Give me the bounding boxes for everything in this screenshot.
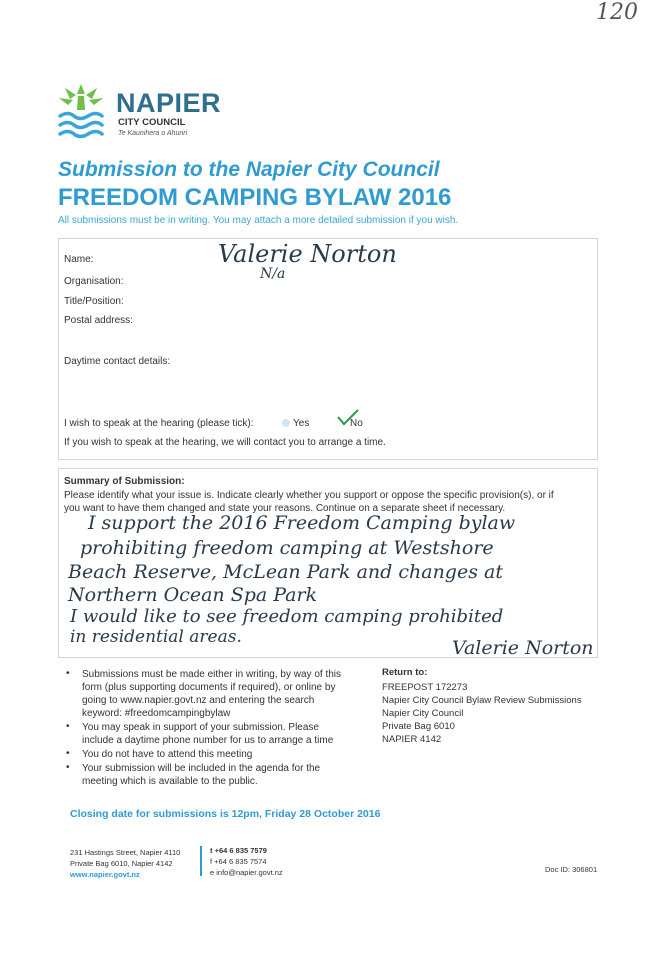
bullet-text: You do not have to attend this meeting [82, 749, 253, 760]
bullet-text: Submissions must be made either in writi… [82, 669, 341, 719]
form-title-line1: Submission to the Napier City Council [58, 158, 440, 181]
footer-email-link[interactable]: e info@napier.govt.nz [210, 868, 283, 877]
footer-website-link[interactable]: www.napier.govt.nz [70, 870, 140, 879]
logo-tagline: Te Kaunihera o Ahuriri [118, 130, 188, 137]
summary-handwriting-line-5[interactable]: I would like to see freedom camping proh… [70, 606, 504, 627]
footer-divider [200, 846, 202, 876]
summary-handwriting-line-6[interactable]: in residential areas. [70, 627, 242, 647]
summary-heading: Summary of Submission: [64, 476, 185, 487]
summary-handwriting-line-4[interactable]: Northern Ocean Spa Park [68, 584, 318, 606]
return-line: Napier City Council Bylaw Review Submiss… [382, 695, 582, 706]
logo-name: NAPIER [116, 88, 222, 118]
no-tick-icon[interactable] [336, 408, 360, 426]
return-line: NAPIER 4142 [382, 734, 442, 745]
closing-date: Closing date for submissions is 12pm, Fr… [70, 808, 381, 820]
return-to-heading: Return to: [382, 667, 428, 678]
bullet-text: You may speak in support of your submiss… [82, 722, 334, 746]
bullet-item: • You do not have to attend this meeting [66, 748, 366, 761]
napier-logo-icon [58, 84, 104, 139]
yes-label: Yes [293, 418, 310, 429]
bullet-item: • Submissions must be made either in wri… [66, 668, 366, 720]
title-position-label: Title/Position: [64, 296, 124, 307]
return-line: FREEPOST 172273 [382, 682, 468, 693]
summary-handwriting-line-3[interactable]: Beach Reserve, McLean Park and changes a… [68, 561, 503, 583]
no-label: No [350, 418, 363, 429]
bullet-text: Your submission will be included in the … [82, 763, 321, 787]
organisation-label: Organisation: [64, 276, 124, 287]
organisation-handwritten-value[interactable]: N/a [260, 266, 286, 282]
name-label: Name: [64, 254, 94, 265]
footer-fax: f +64 6 835 7574 [210, 857, 267, 866]
yes-checkbox[interactable] [282, 419, 290, 427]
doc-id: Doc ID: 306801 [545, 865, 598, 874]
postal-address-label: Postal address: [64, 315, 133, 326]
return-line: Napier City Council [382, 708, 464, 719]
signature[interactable]: Valerie Norton [452, 637, 594, 659]
return-line: Private Bag 6010 [382, 721, 455, 732]
bullet-item: • You may speak in support of your submi… [66, 721, 366, 747]
logo-subtitle: CITY COUNCIL [118, 117, 186, 128]
hearing-note: If you wish to speak at the hearing, we … [64, 437, 386, 448]
footer-phone: t +64 6 835 7579 [210, 846, 267, 855]
details-section [58, 238, 598, 460]
summary-handwriting-line-1[interactable]: I support the 2016 Freedom Camping bylaw [88, 512, 516, 534]
bullet-list: • Submissions must be made either in wri… [66, 668, 366, 788]
name-handwritten-value[interactable]: Valerie Norton [218, 240, 397, 268]
summary-instruction-line2: you want to have them changed and state … [64, 503, 506, 514]
summary-section [58, 468, 598, 658]
return-address: FREEPOST 172273 Napier City Council Byla… [382, 681, 582, 746]
summary-handwriting-line-2[interactable]: prohibiting freedom camping at Westshore [80, 537, 494, 559]
bullet-item: • Your submission will be included in th… [66, 762, 366, 788]
footer-address: 231 Hastings Street, Napier 4110 Private… [70, 847, 180, 880]
corner-handwritten-mark: 120 [596, 0, 638, 25]
summary-instruction-line1: Please identify what your issue is. Indi… [64, 490, 554, 501]
hearing-question-label: I wish to speak at the hearing (please t… [64, 418, 254, 429]
footer-contacts: t +64 6 835 7579 f +64 6 835 7574 e info… [210, 845, 283, 878]
form-title-line2: FREEDOM CAMPING BYLAW 2016 [58, 184, 452, 211]
form-instructions: All submissions must be in writing. You … [58, 215, 459, 226]
daytime-contact-label: Daytime contact details: [64, 356, 171, 367]
footer-address-line1: 231 Hastings Street, Napier 4110 [70, 848, 181, 857]
footer-address-line2: Private Bag 6010, Napier 4142 [70, 859, 173, 868]
